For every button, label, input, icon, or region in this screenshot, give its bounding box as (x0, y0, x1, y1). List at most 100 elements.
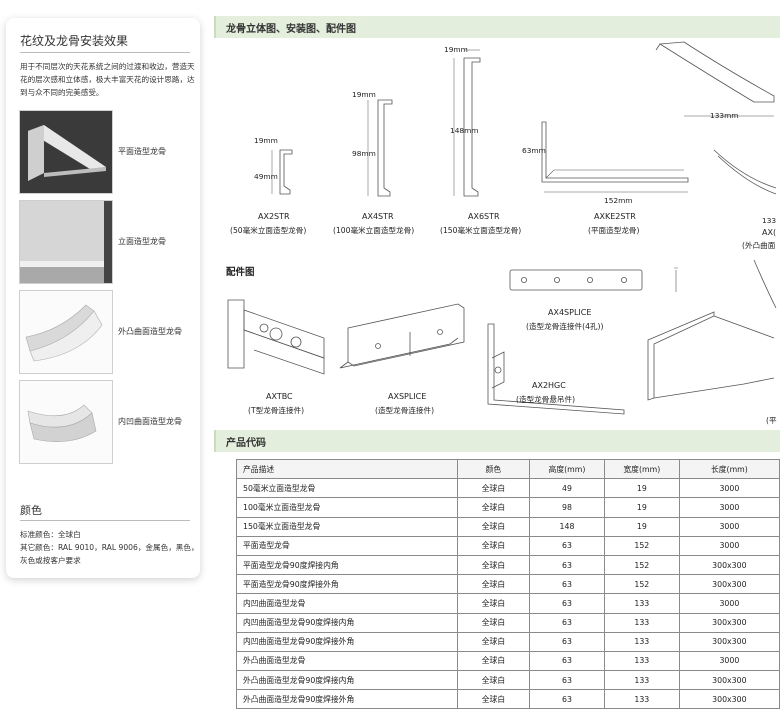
col-header: 高度(mm) (529, 458, 605, 480)
section-header-codes: 产品代码 (214, 430, 780, 452)
profile-code: AX( (762, 228, 777, 237)
table-cell: 全球白 (456, 689, 531, 710)
table-cell: 98 (529, 497, 605, 518)
table-cell: 19 (603, 497, 680, 518)
table-cell: 全球白 (456, 574, 531, 595)
table-cell: 平面造型龙骨 (236, 535, 458, 556)
profile-code: AX4STR (362, 212, 394, 221)
accessory-desc: (造型龙骨连接件) (375, 406, 435, 415)
table-cell: 148 (529, 516, 605, 537)
table-cell: 3000 (678, 650, 780, 672)
convex-profile (658, 41, 775, 103)
table-cell: 3000 (678, 593, 780, 614)
color-other: 其它颜色：RAL 9010，RAL 9006，金属色，黑色，灰色或按客户要求 (20, 543, 199, 565)
table-cell: 152 (603, 535, 680, 556)
table-cell: 300x300 (678, 631, 780, 652)
col-header: 产品描述 (236, 458, 458, 480)
table-cell: 300x300 (678, 689, 780, 710)
profile-desc: (外凸曲面 (742, 241, 776, 250)
dim-ax2-side: 49mm (254, 172, 278, 181)
accessory-code: AX4SPLICE (548, 308, 592, 317)
table-cell: 63 (529, 535, 605, 556)
col-header: 长度(mm) (678, 458, 780, 480)
table-cell: 全球白 (456, 478, 531, 499)
table-cell: 133 (603, 612, 680, 633)
table-cell: 外凸曲面造型龙骨90度焊接外角 (236, 689, 458, 710)
profile-desc: (100毫米立面造型龙骨) (333, 226, 415, 235)
concave-curve-image (19, 380, 113, 464)
thumb-label-convex: 外凸曲面造型龙骨 (118, 327, 182, 336)
accessory-code: AXSPLICE (388, 392, 427, 401)
profile-code: AXKE2STR (594, 212, 636, 221)
accessory-desc: (平 (766, 416, 777, 425)
axke2str-profile (541, 121, 689, 183)
table-cell: 3000 (678, 535, 780, 556)
section-title: 龙骨立体图、安装图、配件图 (226, 24, 356, 35)
table-cell: 133 (603, 650, 680, 672)
table-cell: 63 (529, 631, 605, 652)
section-title: 产品代码 (226, 438, 266, 449)
table-cell: 100毫米立面造型龙骨 (236, 497, 458, 518)
table-cell: 内凹曲面造型龙骨90度焊接外角 (236, 631, 458, 652)
table-cell: 63 (529, 574, 605, 595)
col-header: 宽度(mm) (603, 458, 680, 480)
table-cell: 内凹曲面造型龙骨90度焊接内角 (236, 612, 458, 633)
table-cell: 63 (529, 650, 605, 672)
table-cell: 63 (529, 593, 605, 614)
table-cell: 63 (529, 670, 605, 691)
table-cell: 全球白 (456, 554, 531, 576)
profile-diagrams (227, 41, 777, 415)
table-cell: 全球白 (456, 631, 531, 652)
table-cell: 133 (603, 593, 680, 614)
table-cell: 63 (529, 554, 605, 576)
vertical-profile-image (19, 200, 113, 284)
dim-ax4-top: 19mm (352, 90, 376, 99)
card-description: 用于不同层次的天花系统之间的过渡和收边，营造天花的层次感和立体感，极大丰富天花的… (20, 62, 195, 97)
table-cell: 63 (529, 612, 605, 633)
col-header: 颜色 (456, 458, 531, 480)
ax6str-profile (463, 57, 481, 197)
product-code-table: 产品描述 颜色 高度(mm) 宽度(mm) 长度(mm) 50毫米立面造型龙骨全… (236, 458, 780, 710)
table-cell: 19 (603, 478, 680, 499)
ax4splice-drawing (509, 267, 678, 292)
table-cell: 平面造型龙骨90度焊接外角 (236, 574, 458, 595)
table-cell: 152 (603, 554, 680, 576)
table-cell: 3000 (678, 516, 780, 537)
table-cell: 全球白 (456, 535, 531, 556)
dim-ax2-top: 19mm (254, 136, 278, 145)
flat-profile-image (19, 110, 113, 194)
divider (20, 520, 190, 521)
table-cell: 300x300 (678, 612, 780, 633)
card-title: 花纹及龙骨安装效果 (20, 34, 129, 48)
color-standard: 标准颜色：全球白 (20, 530, 81, 539)
table-cell: 133 (603, 670, 680, 691)
profile-code: AX6STR (468, 212, 500, 221)
table-cell: 133 (603, 689, 680, 710)
divider (20, 52, 190, 53)
table-cell: 全球白 (456, 497, 531, 518)
dim-convex-side: 133 (762, 216, 777, 225)
profile-desc: (平面造型龙骨) (588, 226, 640, 235)
table-cell: 300x300 (678, 574, 780, 595)
accessory-code: AXTBC (266, 392, 293, 401)
dim-axke-top: 152mm (604, 196, 633, 205)
table-cell: 300x300 (678, 670, 780, 691)
accessories-title: 配件图 (226, 267, 255, 278)
thumb-label-concave: 内凹曲面造型龙骨 (118, 417, 182, 426)
table-cell: 150毫米立面造型龙骨 (236, 516, 458, 537)
table-header-row: 产品描述 颜色 高度(mm) 宽度(mm) 长度(mm) (236, 458, 780, 480)
thumb-label-flat: 平面造型龙骨 (118, 147, 166, 156)
accessory-code: AX2HGC (532, 381, 566, 390)
table-cell: 全球白 (456, 593, 531, 614)
dim-convex-top: 133mm (710, 111, 739, 120)
